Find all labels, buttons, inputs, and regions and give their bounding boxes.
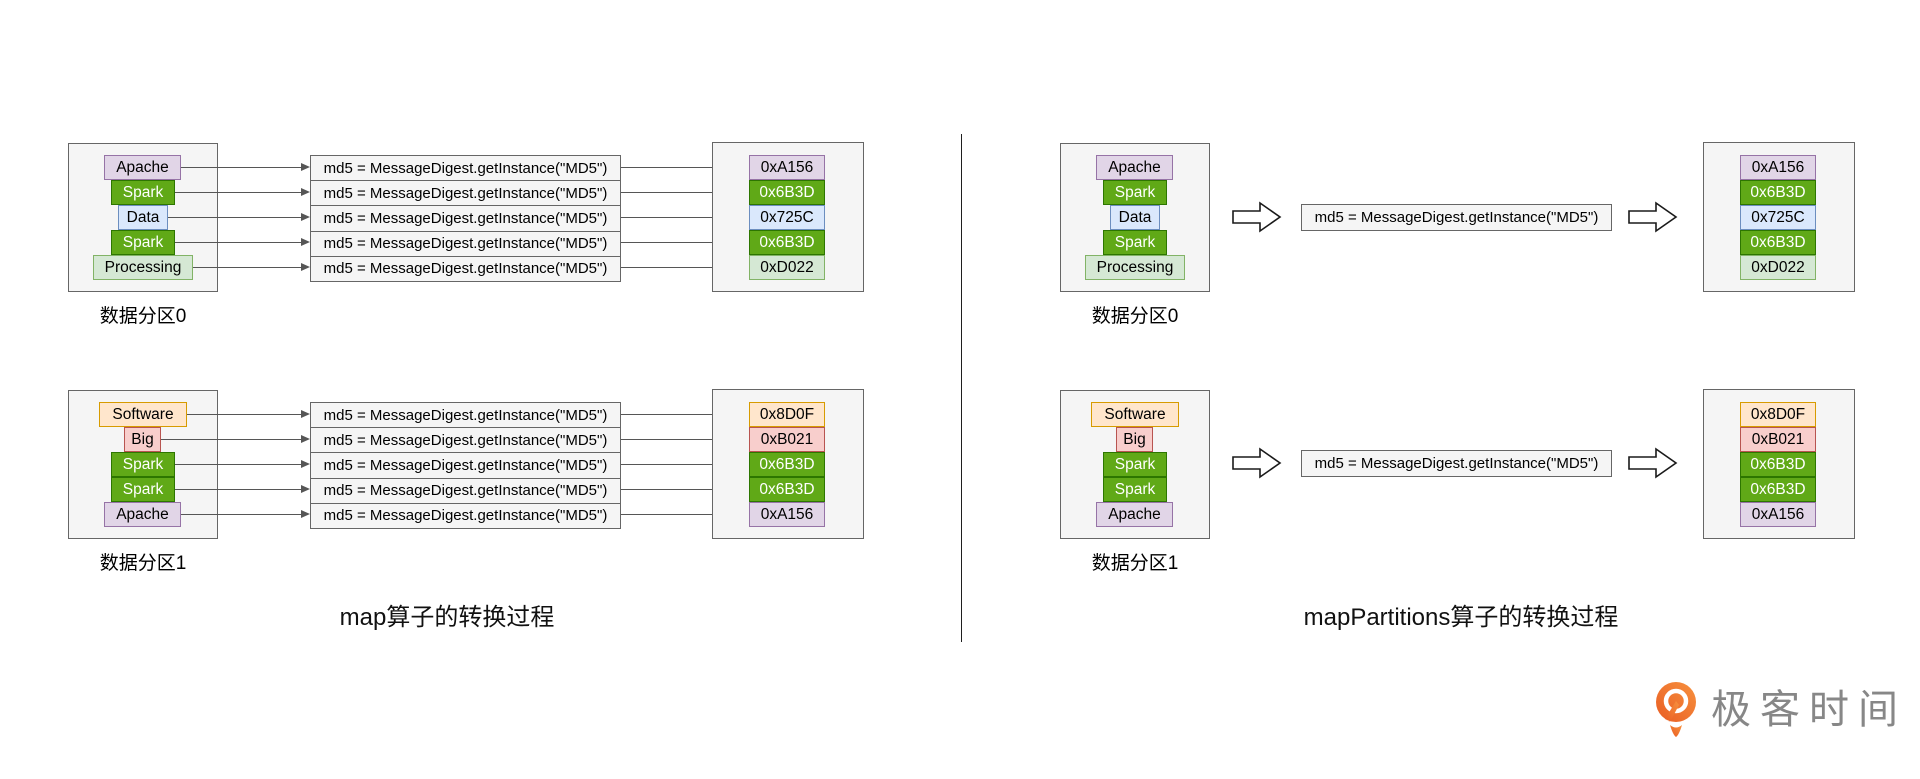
hash-item: 0xB021 — [1740, 427, 1816, 452]
data-item: Spark — [1103, 477, 1167, 502]
md5-stack: md5 = MessageDigest.getInstance("MD5") m… — [310, 155, 621, 282]
md5-row: md5 = MessageDigest.getInstance("MD5") — [311, 502, 620, 528]
hash-item: 0x6B3D — [749, 477, 825, 502]
hash-item: 0x6B3D — [1740, 477, 1816, 502]
partition-label: 数据分区0 — [99, 306, 187, 327]
partition-label: 数据分区0 — [1091, 306, 1179, 327]
data-item: Software — [1091, 402, 1179, 427]
flow-arrow — [175, 484, 310, 493]
md5-row: md5 = MessageDigest.getInstance("MD5") — [311, 180, 620, 205]
flow-arrow — [181, 162, 310, 171]
geektime-pin-icon — [1656, 682, 1696, 737]
hash-item: 0xD022 — [1740, 255, 1816, 280]
data-item: Apache — [1096, 502, 1173, 527]
flow-arrow — [193, 262, 310, 271]
hash-item: 0x725C — [1740, 205, 1816, 230]
data-item: Spark — [111, 230, 175, 255]
hash-item: 0x6B3D — [1740, 230, 1816, 255]
hash-item: 0x6B3D — [749, 180, 825, 205]
data-item: Apache — [104, 502, 181, 527]
logo-text: 极客时间 — [1711, 688, 1907, 732]
data-item: Data — [118, 205, 168, 230]
hash-item: 0x8D0F — [749, 402, 825, 427]
divider — [961, 134, 962, 642]
partition-label: 数据分区1 — [99, 553, 187, 574]
md5-row: md5 = MessageDigest.getInstance("MD5") — [311, 427, 620, 452]
flow-arrow — [175, 459, 310, 468]
md5-row: md5 = MessageDigest.getInstance("MD5") — [311, 452, 620, 477]
block-arrow-icon — [1628, 201, 1678, 233]
diagram-title: mapPartitions算子的转换过程 — [1303, 604, 1619, 631]
data-item: Spark — [1103, 452, 1167, 477]
flow-arrow — [187, 409, 310, 418]
partition-label: 数据分区1 — [1091, 553, 1179, 574]
hash-item: 0xA156 — [749, 155, 825, 180]
md5-row: md5 = MessageDigest.getInstance("MD5") — [311, 255, 620, 281]
md5-row: md5 = MessageDigest.getInstance("MD5") — [311, 205, 620, 230]
md5-row: md5 = MessageDigest.getInstance("MD5") — [323, 159, 608, 177]
flow-arrow — [175, 187, 310, 196]
md5-box: md5 = MessageDigest.getInstance("MD5") — [1301, 450, 1612, 477]
md5-row: md5 = MessageDigest.getInstance("MD5") — [311, 230, 620, 256]
data-item: Software — [99, 402, 187, 427]
hash-item: 0xA156 — [1740, 502, 1816, 527]
hash-item: 0x6B3D — [1740, 452, 1816, 477]
data-item: Spark — [1103, 180, 1167, 205]
block-arrow-icon — [1232, 201, 1282, 233]
hash-item: 0x6B3D — [1740, 180, 1816, 205]
hash-item: 0x6B3D — [749, 452, 825, 477]
geektime-logo: 极客时间 — [1655, 681, 1907, 739]
hash-item: 0xA156 — [1740, 155, 1816, 180]
hash-item: 0x8D0F — [1740, 402, 1816, 427]
md5-stack: md5 = MessageDigest.getInstance("MD5") m… — [310, 402, 621, 529]
hash-item: 0xD022 — [749, 255, 825, 280]
md5-box: md5 = MessageDigest.getInstance("MD5") — [1301, 204, 1612, 231]
md5-row: md5 = MessageDigest.getInstance("MD5") — [311, 477, 620, 503]
flow-arrow — [181, 509, 310, 518]
block-arrow-icon — [1232, 447, 1282, 479]
flow-arrow — [175, 237, 310, 246]
flow-arrow — [161, 434, 310, 443]
hash-item: 0x6B3D — [749, 230, 825, 255]
data-item: Data — [1110, 205, 1160, 230]
md5-row: md5 = MessageDigest.getInstance("MD5") — [323, 406, 608, 424]
data-item: Big — [1116, 427, 1153, 452]
hash-item: 0x725C — [749, 205, 825, 230]
data-item: Big — [124, 427, 161, 452]
hash-item: 0xA156 — [749, 502, 825, 527]
data-item: Processing — [93, 255, 193, 280]
data-item: Apache — [1096, 155, 1173, 180]
hash-item: 0xB021 — [749, 427, 825, 452]
data-item: Spark — [1103, 230, 1167, 255]
flow-arrow — [168, 212, 310, 221]
block-arrow-icon — [1628, 447, 1678, 479]
data-item: Spark — [111, 180, 175, 205]
diagram-title: map算子的转换过程 — [339, 604, 555, 631]
data-item: Spark — [111, 452, 175, 477]
data-item: Processing — [1085, 255, 1185, 280]
data-item: Spark — [111, 477, 175, 502]
data-item: Apache — [104, 155, 181, 180]
